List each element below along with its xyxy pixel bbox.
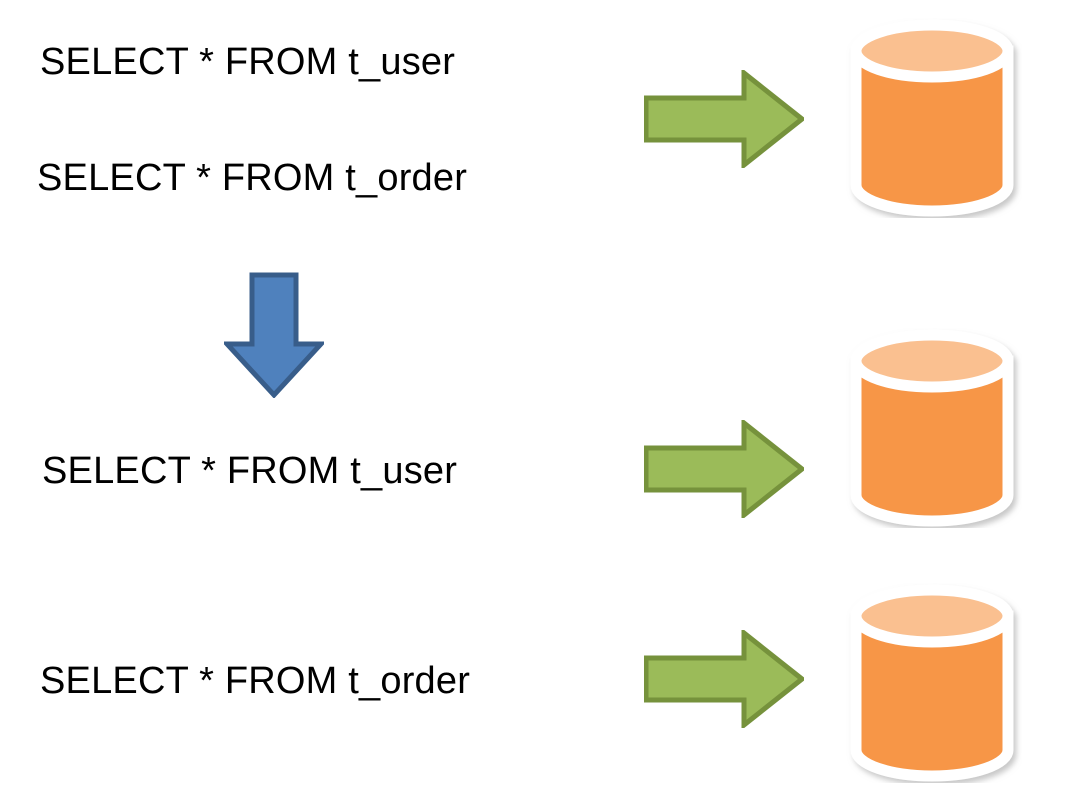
- arrow-right-icon-bottom: [643, 627, 807, 731]
- arrow-right-icon-top: [643, 67, 807, 171]
- arrow-down-icon-transform: [221, 272, 327, 399]
- database-cylinder-icon-middle: [842, 328, 1022, 528]
- database-cylinder-icon-top: [842, 18, 1022, 218]
- sql-statement-before-order: SELECT * FROM t_order: [37, 157, 468, 199]
- database-cylinder-icon-bottom: [842, 583, 1022, 783]
- sql-statement-before-user: SELECT * FROM t_user: [40, 41, 456, 83]
- sql-statement-after-order: SELECT * FROM t_order: [40, 660, 471, 702]
- sql-statement-after-user: SELECT * FROM t_user: [42, 450, 458, 492]
- arrow-right-icon-middle: [643, 417, 807, 521]
